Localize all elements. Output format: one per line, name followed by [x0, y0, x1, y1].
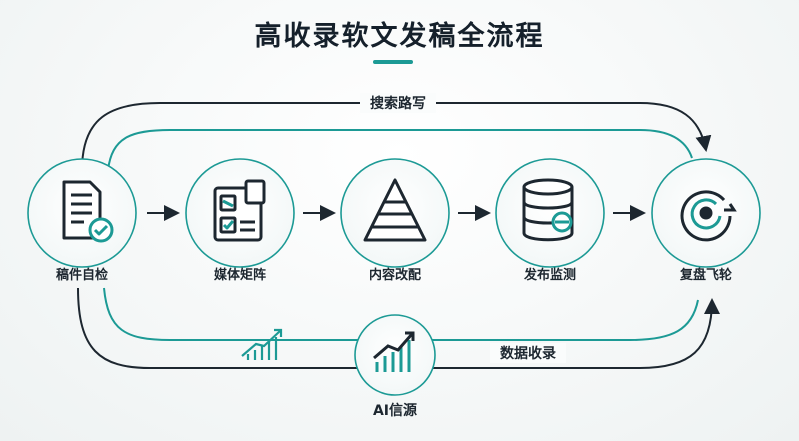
step-label-1: 稿件自检	[55, 268, 109, 283]
bottom-inner-arc	[103, 287, 699, 341]
growth-chart-icon	[373, 331, 415, 372]
step-label-4: 发布监测	[523, 268, 577, 283]
step-label-2: 媒体矩阵	[213, 268, 267, 283]
page-title: 高收录软文发稿全流程	[254, 21, 545, 52]
top-inner-arc	[107, 129, 693, 171]
title-underline	[373, 60, 413, 64]
flywheel-icon	[680, 190, 737, 242]
small-growth-icon	[241, 328, 283, 360]
step-label-3: 内容改配	[368, 268, 422, 283]
ai-source-node	[354, 314, 436, 396]
document-check-icon	[62, 180, 114, 243]
pyramid-icon	[363, 178, 427, 242]
ai-source-label: AI信源	[372, 403, 418, 419]
media-grid-icon	[213, 179, 266, 242]
top-path-label: 搜索路写	[360, 93, 436, 113]
bottom-path-label: 数据收录	[490, 343, 566, 363]
top-outer-arc	[81, 102, 712, 171]
step-label-5: 复盘飞轮	[679, 268, 733, 283]
database-monitor-icon	[522, 178, 574, 242]
step-node-4	[495, 158, 605, 268]
